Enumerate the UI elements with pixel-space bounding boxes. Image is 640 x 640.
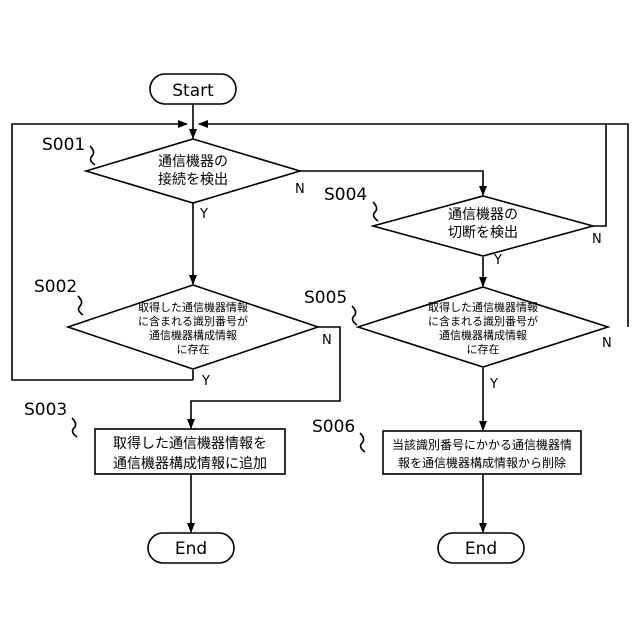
s004-text-line2: 切断を検出 [448, 225, 518, 241]
s001-leader [90, 146, 95, 165]
s002-ref-label: S002 [34, 277, 77, 297]
s006-leader [360, 433, 365, 452]
s002-no-label: N [322, 333, 332, 348]
s003-process: 取得した通信機器情報を 通信機器構成情報に追加 [95, 429, 285, 474]
s002-text-line3: 通信機器構成情報 [149, 328, 237, 342]
s004-text-line1: 通信機器の [448, 207, 518, 223]
s006-text-line1: 当該識別番号にかかる通信機器情 [392, 437, 572, 452]
s003-text-line1: 取得した通信機器情報を [113, 435, 267, 452]
s005-decision: 取得した通信機器情報 に含まれる識別番号が 通信機器構成情報 に存在 [358, 287, 608, 367]
s002-yes-label: Y [201, 374, 210, 389]
s001-text-line1: 通信機器の [158, 154, 228, 170]
start-terminal: Start [150, 74, 236, 104]
s005-leader [352, 306, 357, 325]
s002-text-line4: に存在 [177, 342, 210, 356]
start-label: Start [172, 81, 214, 101]
s001-decision: 通信機器の 接続を検出 [86, 139, 300, 203]
s005-yes-label: Y [489, 377, 498, 392]
s005-text-line1: 取得した通信機器情報 [428, 300, 538, 314]
s005-text-line2: に含まれる識別番号が [428, 314, 538, 328]
s003-text-line2: 通信機器構成情報に追加 [113, 456, 267, 472]
s002-leader [78, 296, 83, 315]
s002-text-line1: 取得した通信機器情報 [138, 300, 248, 314]
s005-text-line4: に存在 [467, 342, 500, 356]
s001-ref-label: S001 [42, 135, 85, 155]
s006-text-line2: 報を通信機器構成情報から削除 [398, 455, 566, 470]
s002-text-line2: に含まれる識別番号が [138, 314, 248, 328]
s003-leader [72, 418, 77, 437]
s003-ref-label: S003 [24, 400, 67, 420]
end-left-label: End [175, 539, 207, 559]
s004-yes-label: Y [493, 253, 502, 268]
s006-process: 当該識別番号にかかる通信機器情 報を通信機器構成情報から削除 [383, 431, 581, 474]
s005-no-label: N [602, 336, 612, 351]
s001-text-line2: 接続を検出 [158, 171, 228, 188]
end-terminal-right: End [438, 533, 524, 563]
s001-no-label: N [295, 182, 305, 197]
s004-decision: 通信機器の 切断を検出 [373, 196, 593, 256]
loop-s004-no-to-top [593, 124, 606, 226]
s004-no-label: N [592, 232, 602, 247]
s004-leader [373, 202, 378, 221]
s004-ref-label: S004 [324, 185, 367, 205]
s005-ref-label: S005 [304, 288, 347, 308]
s006-ref-label: S006 [312, 417, 355, 437]
end-terminal-left: End [148, 533, 234, 563]
s002-decision: 取得した通信機器情報 に含まれる識別番号が 通信機器構成情報 に存在 [68, 285, 318, 369]
s005-text-line3: 通信機器構成情報 [439, 328, 527, 342]
s001-yes-label: Y [199, 207, 208, 222]
end-right-label: End [465, 539, 497, 559]
